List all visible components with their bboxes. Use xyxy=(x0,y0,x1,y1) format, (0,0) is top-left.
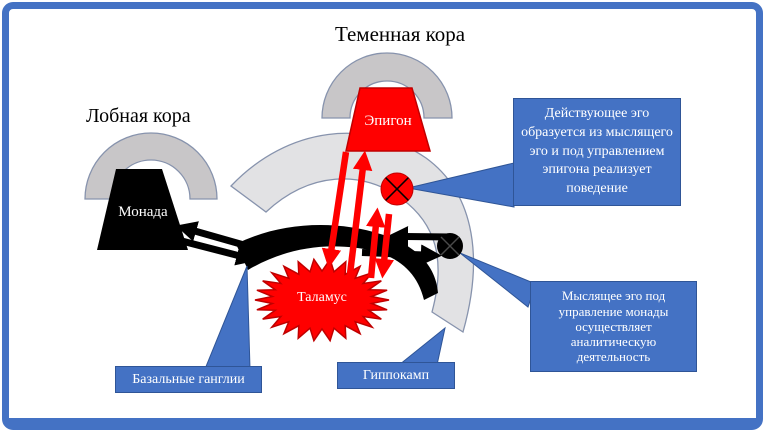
basal-ganglia-callout: Базальные ганглии xyxy=(115,366,262,393)
hippocampus-callout-text: Гиппокамп xyxy=(362,367,430,383)
acting-ego-callout-text: Действующее эго образуется из мыслящего … xyxy=(521,106,673,196)
monada-band-arrow-right xyxy=(175,236,258,266)
thinking-ego-callout-text: Мыслящее эго под управление монады осуще… xyxy=(558,288,669,365)
epigon-thalamus-arrow-up xyxy=(346,150,373,275)
circle-thalamus-arrow-up xyxy=(366,207,386,279)
thinking-ego-callout: Мыслящее эго под управление монады осуще… xyxy=(530,281,697,372)
epigon-thalamus-arrow-down xyxy=(321,151,350,269)
thalamus-label: Таламус xyxy=(297,290,347,305)
parietal-cortex-arch xyxy=(321,52,453,119)
basal-ganglia-callout-text: Базальные ганглии xyxy=(132,371,245,387)
epigon-label: Эпигон xyxy=(364,113,412,129)
circle-thalamus-arrow-down xyxy=(374,213,395,279)
frontal-cortex-arch xyxy=(84,132,218,200)
hippocampus-callout: Гиппокамп xyxy=(337,362,455,389)
epigon-shape xyxy=(345,87,431,152)
acting-ego-callout: Действующее эго образуется из мыслящего … xyxy=(513,98,681,206)
black-x-circle-icon xyxy=(437,233,463,259)
frontal-cortex-label: Лобная кора xyxy=(86,105,191,127)
monada-label: Монада xyxy=(118,204,168,220)
parietal-cortex-label: Теменная кора xyxy=(334,22,466,46)
monada-shape xyxy=(97,169,188,250)
red-x-circle-icon xyxy=(380,172,414,206)
